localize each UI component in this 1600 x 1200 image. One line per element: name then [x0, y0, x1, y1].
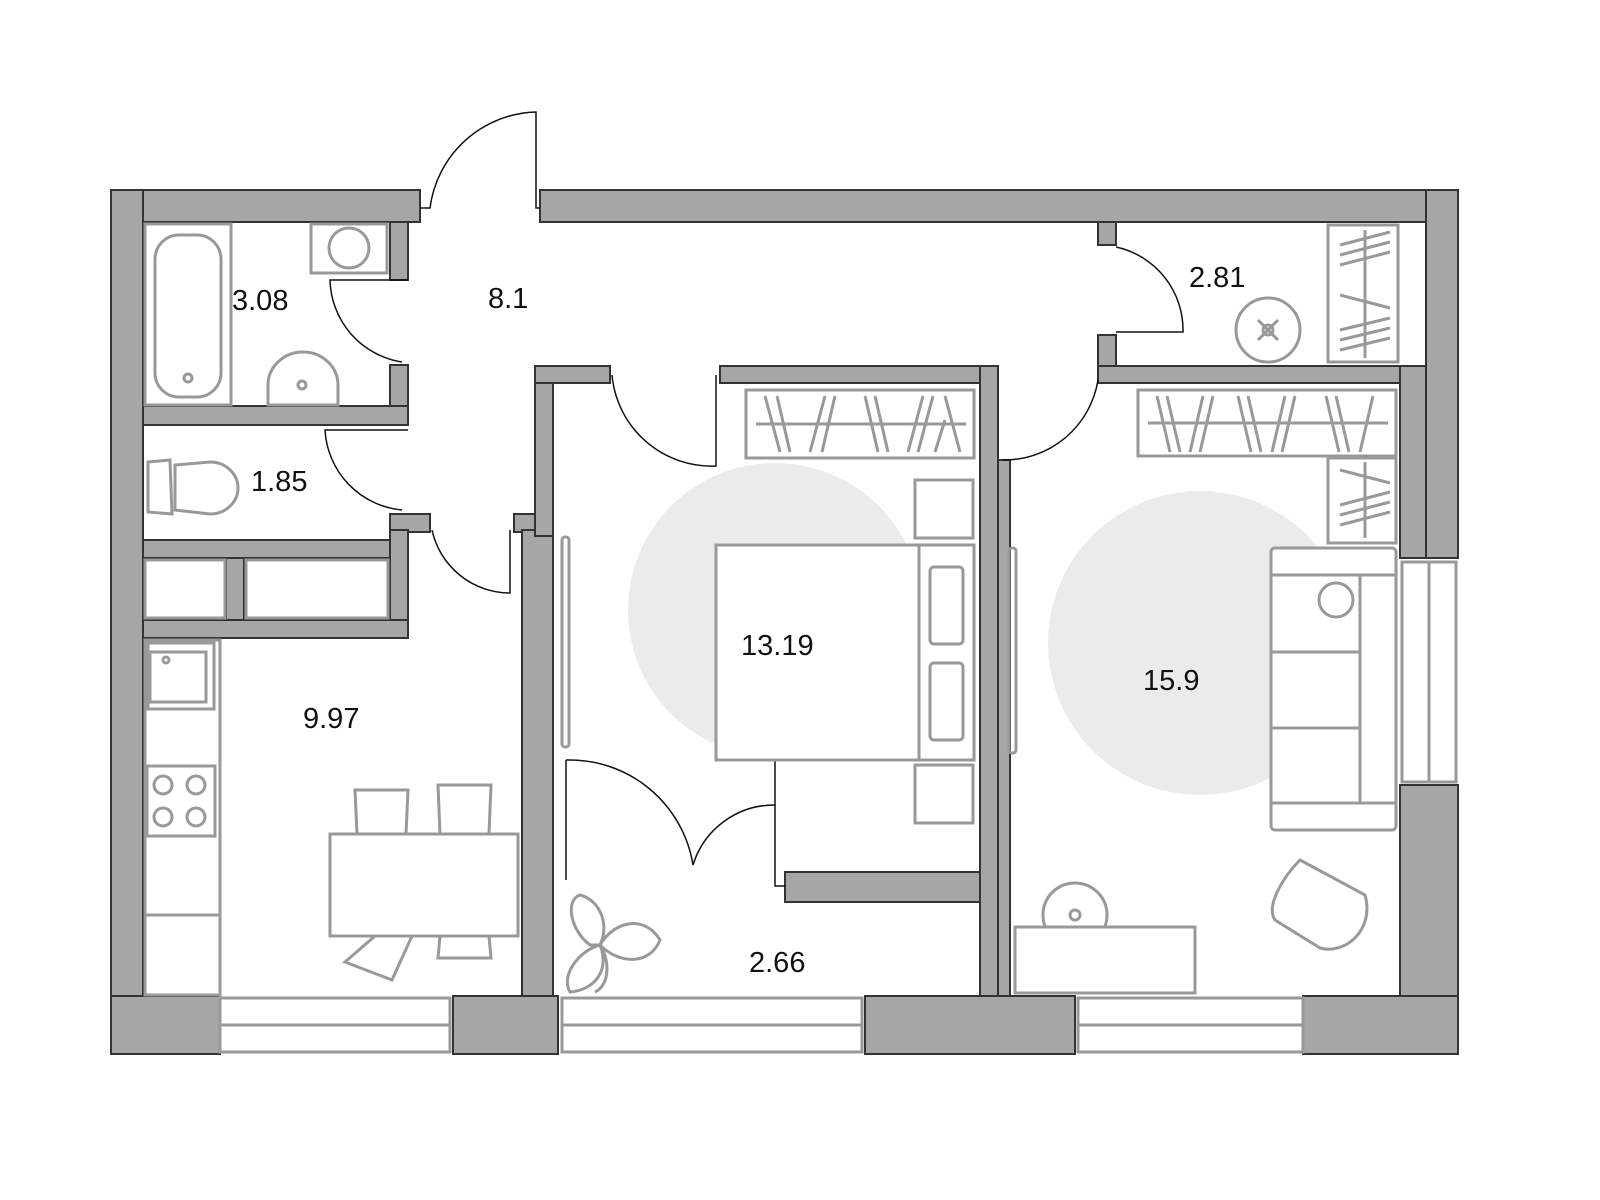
- walls: [110, 189, 1459, 1055]
- desk: [1013, 925, 1197, 995]
- ceiling-light-icon: [1234, 296, 1302, 364]
- furniture: [143, 222, 1400, 997]
- area-bathroom: 3.08: [232, 285, 288, 317]
- chair-icon: [353, 788, 410, 836]
- area-labels: 3.08 8.1 1.85 9.97 13.19 2.66 15.9 2.81: [232, 262, 1245, 979]
- chair-icon: [436, 934, 493, 960]
- kitchen-sink-icon: [146, 641, 216, 711]
- toilet-icon: [146, 458, 240, 516]
- washing-machine-icon: [309, 222, 389, 275]
- plant-icon: [565, 893, 662, 994]
- area-wardrobe: 2.81: [1189, 262, 1245, 294]
- sink-icon: [266, 350, 340, 407]
- sofa-icon: [1269, 546, 1398, 832]
- area-corridor: 2.66: [749, 947, 805, 979]
- area-hallway: 8.1: [488, 283, 528, 315]
- area-living-room: 15.9: [1143, 665, 1199, 697]
- armchair-icon: [1270, 858, 1369, 951]
- kitchen-counter: [143, 638, 222, 997]
- windows: [218, 560, 1458, 1054]
- chair-icon: [342, 934, 415, 982]
- area-bedroom: 13.19: [741, 630, 814, 662]
- bathtub-icon: [143, 222, 233, 407]
- doors: [324, 111, 1184, 887]
- area-kitchen: 9.97: [303, 703, 359, 735]
- chair-icon: [436, 783, 493, 836]
- nightstand: [913, 478, 975, 540]
- area-toilet: 1.85: [251, 466, 307, 498]
- dining-table: [328, 832, 520, 938]
- cat-icon: [1317, 581, 1355, 619]
- sliding-door: [560, 535, 571, 749]
- nightstand: [913, 763, 975, 825]
- sliding-door: [1007, 546, 1018, 755]
- stove-icon: [145, 764, 217, 838]
- closet-rack: [1326, 223, 1400, 364]
